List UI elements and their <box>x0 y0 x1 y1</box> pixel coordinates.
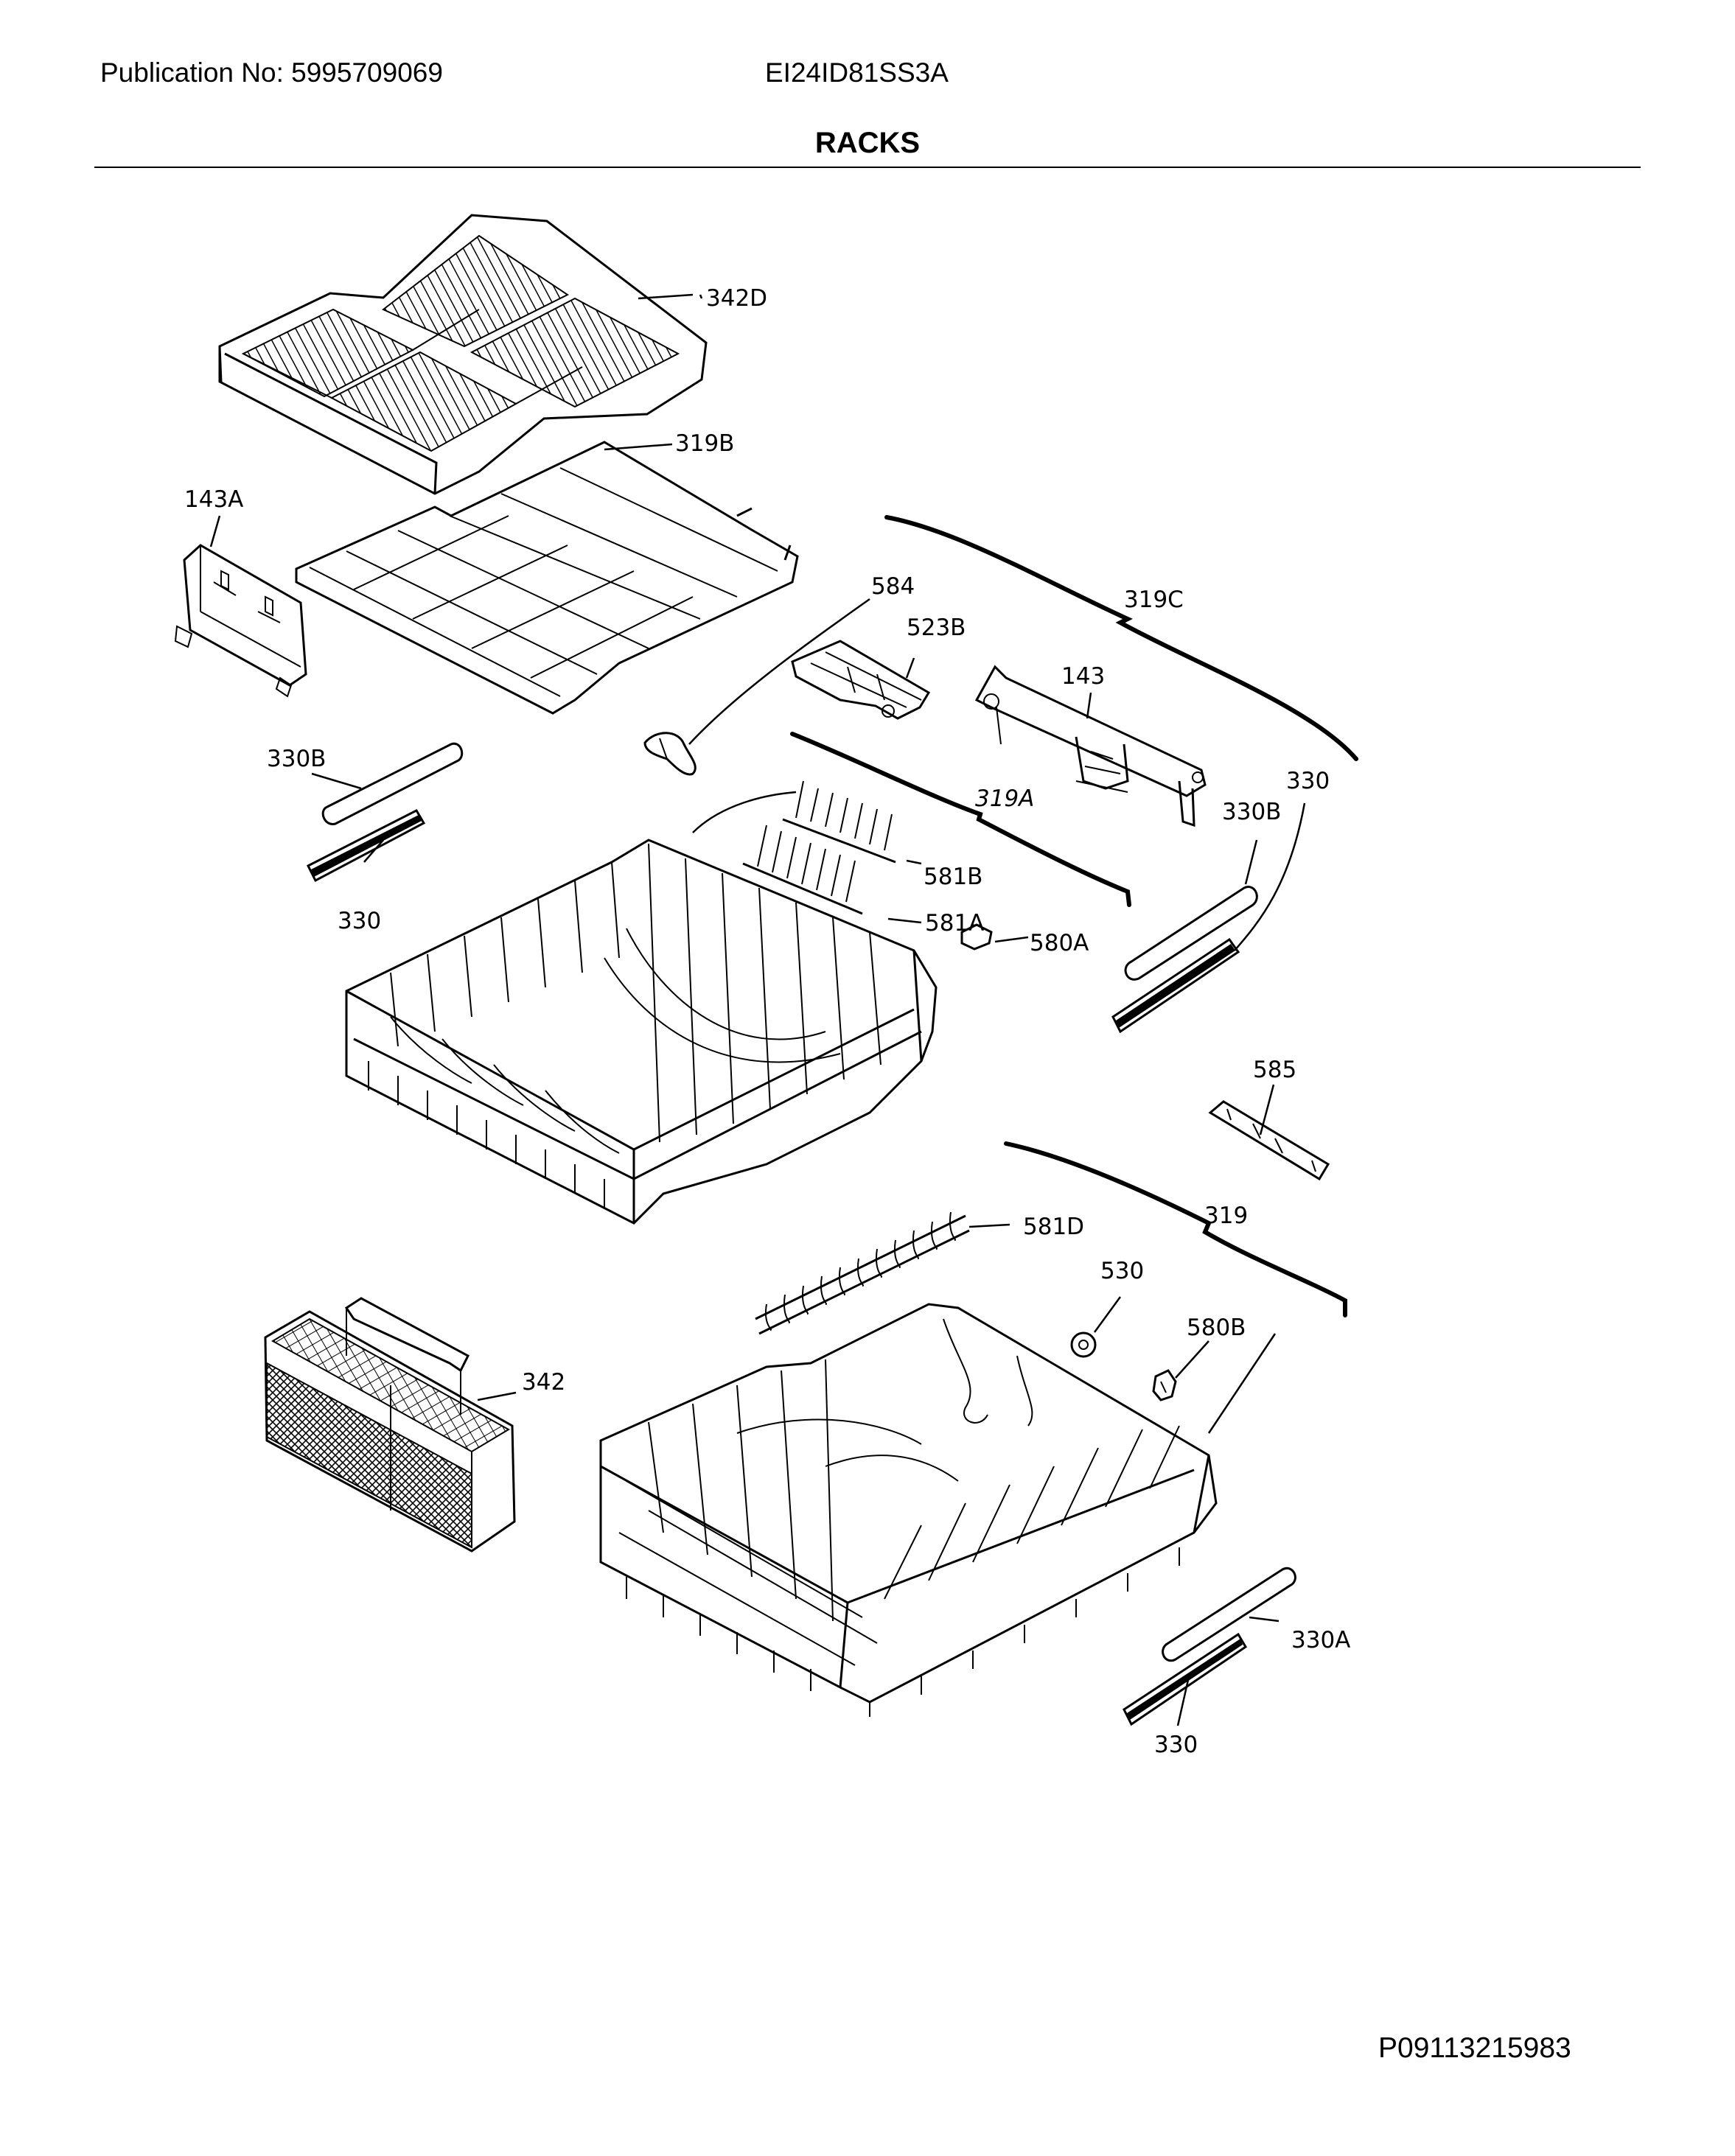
part-319-rail <box>1004 1141 1347 1317</box>
label-319A: 319A <box>975 785 1034 812</box>
part-lower-rack-basket <box>599 1303 1218 1717</box>
label-319C: 319C <box>1124 587 1184 613</box>
label-523B: 523B <box>907 615 966 641</box>
part-143A-clip <box>174 544 307 698</box>
page-title: RACKS <box>814 127 921 159</box>
label-330B-right: 330B <box>1222 799 1281 825</box>
label-319B: 319B <box>675 430 734 457</box>
part-330B-bumper-right <box>1124 886 1258 981</box>
label-143A: 143A <box>184 486 243 513</box>
label-581B: 581B <box>924 864 982 890</box>
part-330-bumper-left <box>306 809 426 883</box>
label-330-bottom: 330 <box>1154 1732 1198 1758</box>
label-530: 530 <box>1100 1258 1144 1284</box>
part-342-cutlery-basket <box>264 1297 516 1553</box>
header-rule <box>94 167 1641 168</box>
part-581B-tine-row <box>782 780 896 864</box>
part-342D-cutlery-tray <box>218 214 708 495</box>
part-upper-rack-basket <box>345 839 938 1225</box>
leader-lines <box>209 293 1306 1726</box>
label-342D: 342D <box>706 285 767 312</box>
part-330-bumper-right <box>1111 937 1240 1034</box>
label-581D: 581D <box>1023 1214 1084 1240</box>
label-319: 319 <box>1204 1203 1248 1229</box>
label-580A: 580A <box>1030 930 1089 956</box>
part-580B-stop <box>1152 1369 1177 1401</box>
label-580B: 580B <box>1187 1315 1246 1341</box>
part-319B-upper-rail-frame <box>295 441 799 715</box>
label-581A: 581A <box>925 910 984 937</box>
part-330A-bumper <box>1162 1567 1296 1662</box>
part-584-clip <box>643 732 697 776</box>
label-330A: 330A <box>1291 1627 1350 1653</box>
part-581A-tine-row <box>742 825 863 915</box>
label-585: 585 <box>1253 1057 1296 1083</box>
part-319C-rail <box>884 515 1358 761</box>
label-330-left: 330 <box>338 908 381 934</box>
label-342: 342 <box>522 1369 565 1396</box>
model-number: EI24ID81SS3A <box>765 57 949 88</box>
footer-code: P09113215983 <box>1378 2032 1571 2064</box>
part-580A-stop <box>960 923 993 951</box>
part-319A-rail <box>790 732 1131 907</box>
label-584: 584 <box>871 573 915 600</box>
part-523B-rack-adjuster <box>791 640 931 720</box>
part-330-bumper-bottom <box>1123 1632 1248 1726</box>
part-330B-bumper-left <box>321 742 464 825</box>
part-581D-tine-row <box>755 1211 970 1335</box>
label-330B-left: 330B <box>267 746 326 772</box>
part-585 <box>1208 1100 1330 1181</box>
label-143: 143 <box>1061 663 1105 690</box>
part-530-wheel <box>1070 1331 1097 1358</box>
publication-number: Publication No: 5995709069 <box>100 57 443 88</box>
label-330-right: 330 <box>1286 768 1330 794</box>
part-143-adjuster-assembly <box>974 665 1207 827</box>
